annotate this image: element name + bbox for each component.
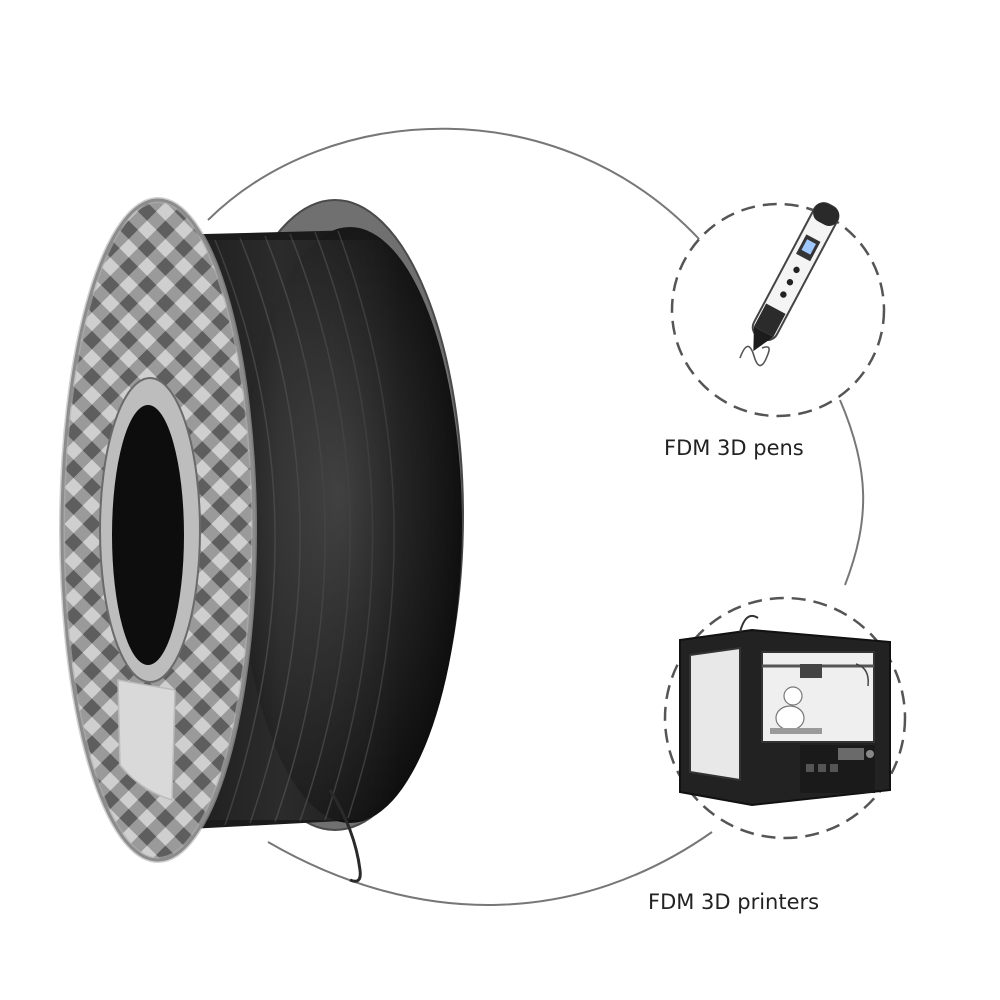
middle-connector-line xyxy=(839,399,865,586)
connector-lines xyxy=(207,127,865,906)
printers-caption: FDM 3D printers xyxy=(648,890,820,914)
3d-pen-icon xyxy=(739,202,840,367)
pens-caption: FDM 3D pens xyxy=(664,436,804,460)
top-connector-line xyxy=(207,127,701,241)
loose-filament-strand xyxy=(328,789,362,883)
bottom-connector-line xyxy=(267,831,713,906)
filament-spool-icon xyxy=(59,197,464,883)
3d-printer-icon xyxy=(679,614,891,807)
pen-scribble xyxy=(739,345,770,367)
spool-hub-hole xyxy=(112,405,184,665)
spool-label-area xyxy=(117,679,176,802)
